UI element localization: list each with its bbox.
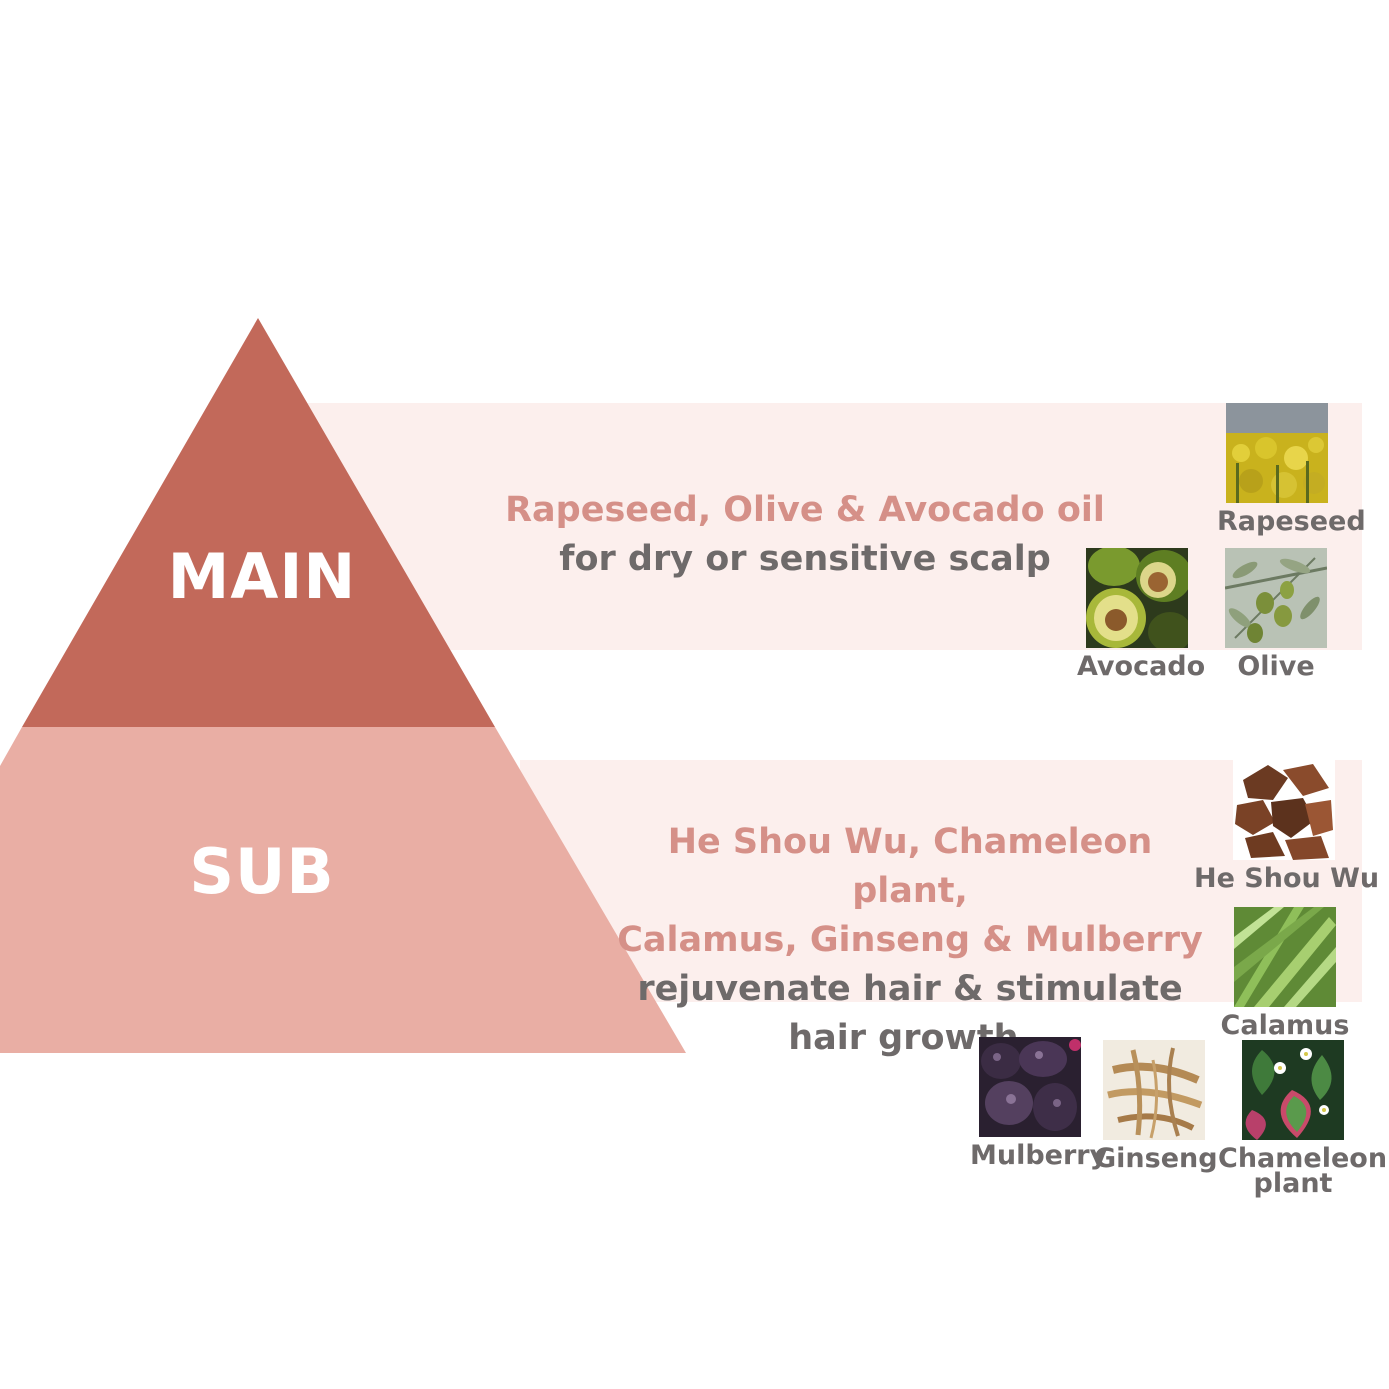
pyramid-sub-tier: [0, 727, 686, 1053]
rapeseed-name: Rapeseed: [1217, 506, 1366, 537]
ingredient-he-shou-wu: He Shou Wu: [1194, 760, 1380, 894]
ingredient-ginseng: Ginseng: [1094, 1040, 1218, 1174]
main-tier-label: MAIN: [167, 540, 357, 613]
mulberry-name: Mulberry: [970, 1140, 1108, 1171]
rapeseed-field-image: [1226, 403, 1328, 503]
sub-tier-description: He Shou Wu, Chameleon plant, Calamus, Gi…: [610, 818, 1210, 1063]
he-shou-wu-root-image: [1233, 760, 1335, 860]
main-highlight-text: Rapeseed, Olive & Avocado oil: [505, 490, 1105, 530]
sub-tier-band: [520, 760, 1362, 1002]
avocado-name: Avocado: [1077, 651, 1206, 682]
sub-highlight-line-2: Calamus, Ginseng & Mulberry: [617, 920, 1203, 960]
main-tier-description: Rapeseed, Olive & Avocado oil for dry or…: [500, 486, 1110, 584]
ingredient-rapeseed: Rapeseed: [1217, 403, 1366, 537]
ingredient-mulberry: Mulberry: [970, 1037, 1108, 1171]
calamus-leaves-image: [1234, 907, 1336, 1007]
ginseng-root-image: [1103, 1040, 1205, 1140]
sub-highlight-line-1: He Shou Wu, Chameleon plant,: [667, 822, 1153, 911]
he-shou-wu-name: He Shou Wu: [1194, 863, 1380, 894]
ginseng-name: Ginseng: [1094, 1143, 1218, 1174]
sub-description-line-1: rejuvenate hair & stimulate: [637, 969, 1183, 1009]
chameleon-plant-image: [1242, 1040, 1344, 1140]
avocado-image: [1086, 548, 1188, 648]
main-description-text: for dry or sensitive scalp: [559, 539, 1051, 579]
ingredient-calamus: Calamus: [1215, 907, 1355, 1039]
olive-branch-image: [1225, 548, 1327, 648]
sub-tier-label: SUB: [189, 835, 335, 908]
ingredient-pyramid: [0, 318, 686, 1053]
mulberry-image: [979, 1037, 1081, 1137]
ingredient-chameleon-plant: Chameleon plant: [1213, 1040, 1388, 1199]
chameleon-plant-name: Chameleon plant: [1218, 1143, 1388, 1199]
ingredient-olive: Olive: [1216, 548, 1336, 680]
olive-name: Olive: [1237, 651, 1315, 682]
calamus-name: Calamus: [1220, 1010, 1350, 1041]
pyramid-main-tier: [22, 318, 495, 727]
ingredient-avocado: Avocado: [1077, 548, 1206, 682]
